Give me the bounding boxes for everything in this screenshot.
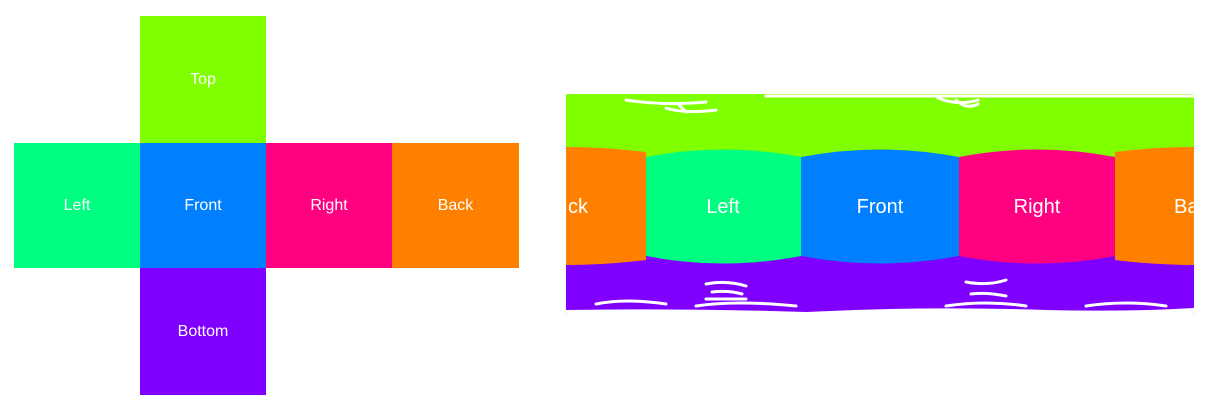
equirectangular-panorama: ck Left Front Right Ba bbox=[566, 94, 1194, 314]
face-front-label: Front bbox=[184, 196, 222, 214]
pano-right-face bbox=[959, 149, 1115, 264]
pano-front-label: Front bbox=[857, 196, 904, 218]
pano-top-distorted-text bbox=[624, 94, 1194, 114]
face-bottom: Bottom bbox=[140, 268, 266, 395]
pano-back-fragment-left: ck bbox=[568, 196, 589, 218]
face-back-label: Back bbox=[437, 196, 474, 214]
pano-left-face bbox=[646, 149, 801, 264]
panorama-svg: ck Left Front Right Ba bbox=[566, 94, 1194, 314]
face-top-label: Top bbox=[190, 70, 216, 88]
pano-bottom-edge bbox=[566, 308, 1194, 314]
face-back: Back bbox=[392, 143, 519, 268]
face-right: Right bbox=[266, 143, 392, 268]
pano-back-right-face bbox=[1115, 147, 1194, 265]
face-front: Front bbox=[140, 143, 266, 268]
pano-bottom-distorted-text bbox=[594, 278, 1168, 308]
face-right-label: Right bbox=[310, 196, 348, 214]
pano-back-left-face bbox=[566, 147, 646, 265]
pano-left-label: Left bbox=[706, 196, 740, 218]
pano-back-fragment-right: Ba bbox=[1174, 196, 1194, 218]
pano-front-face bbox=[801, 149, 959, 264]
face-bottom-label: Bottom bbox=[177, 322, 229, 340]
face-left-label: Left bbox=[63, 196, 91, 214]
face-left: Left bbox=[14, 143, 140, 268]
face-top: Top bbox=[140, 16, 266, 143]
pano-right-label: Right bbox=[1014, 196, 1061, 218]
